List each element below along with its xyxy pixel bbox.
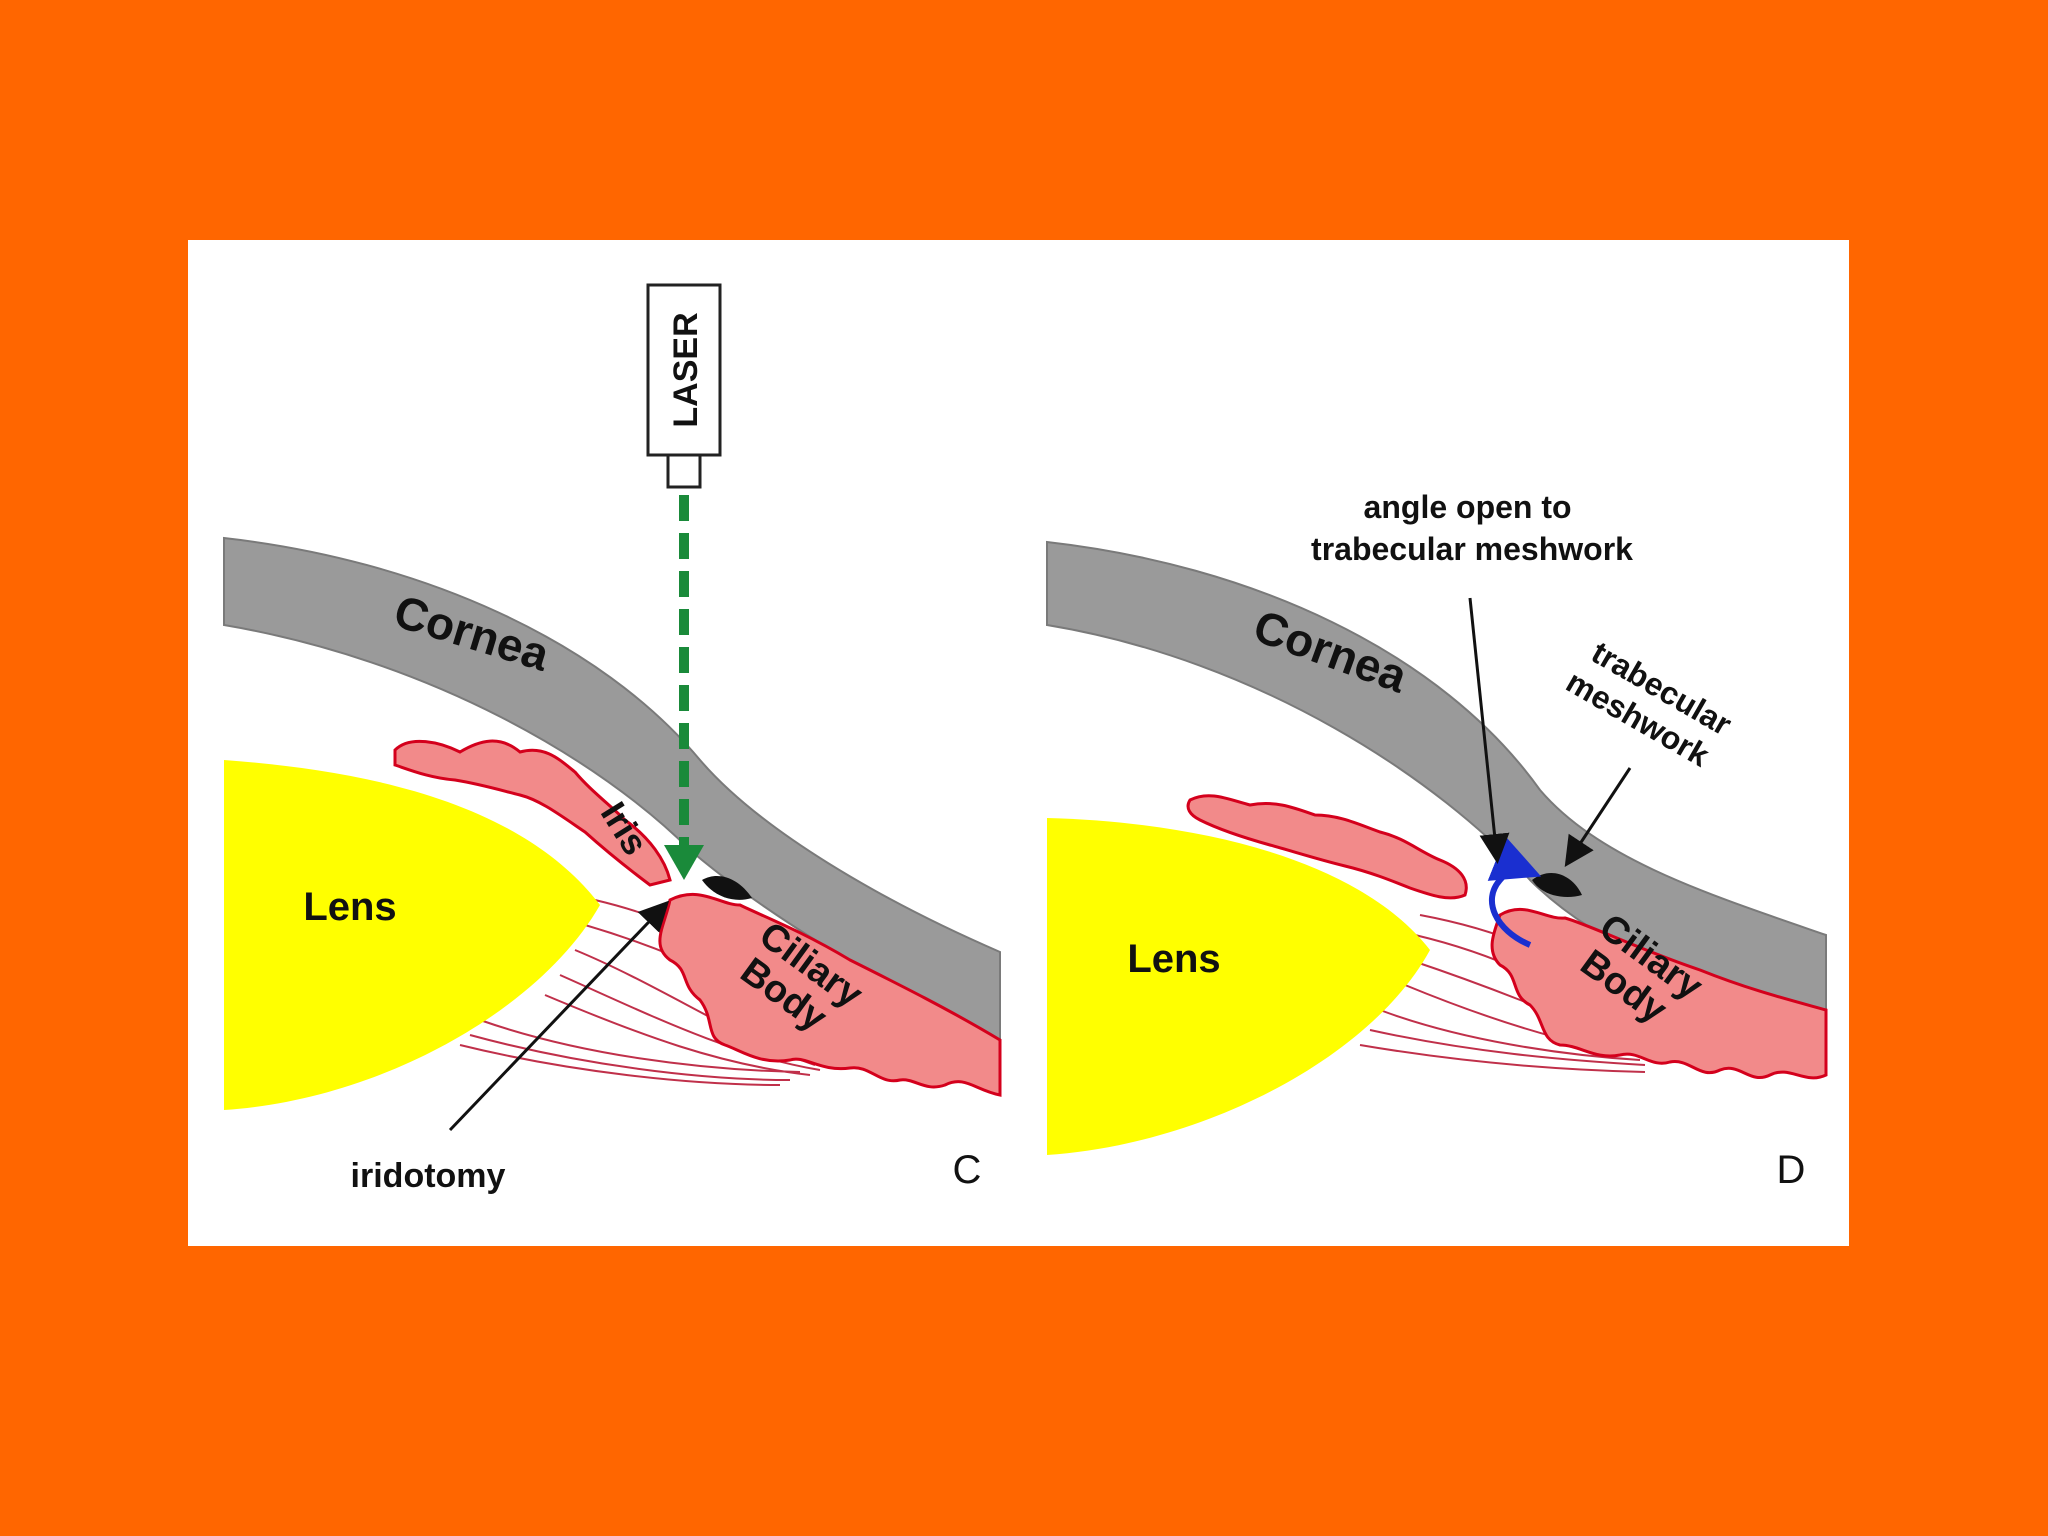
trabecular-spot-left: [702, 876, 752, 900]
angle-open-label: angle open to trabecular meshwork: [1311, 489, 1633, 567]
panel-letter-c: C: [953, 1148, 982, 1192]
figure-panel: [188, 240, 1849, 1246]
ciliary-body-right: [1490, 908, 1828, 1080]
lens-left: [224, 760, 600, 1110]
iridotomy-label: iridotomy: [351, 1157, 506, 1195]
laser-nozzle: [666, 453, 702, 489]
laser-label: LASER: [667, 312, 705, 427]
lens-right: [1047, 818, 1430, 1155]
aqueous-flow-arrow: [1487, 836, 1542, 948]
lens-label-left: Lens: [303, 885, 396, 929]
ciliary-body-left: [658, 892, 1002, 1097]
iridotomy-pointer: [448, 900, 670, 1132]
left-panel: LASER Cornea Iris Lens Ciliary Body irid…: [223, 283, 1002, 1195]
trabecular-pointer: [1564, 767, 1632, 868]
iris-right: [1186, 794, 1468, 900]
angle-pointer: [1468, 597, 1510, 864]
right-panel: angle open to trabecular meshwork Cornea…: [1046, 489, 1828, 1192]
laser-beam-arrowhead: [664, 845, 704, 880]
trabecular-spot-right: [1532, 872, 1582, 898]
trabecular-meshwork-label: trabecular meshwork: [1560, 630, 1745, 780]
iris-left: [393, 739, 672, 887]
panel-letter-d: D: [1777, 1148, 1806, 1192]
lens-label-right: Lens: [1127, 937, 1220, 981]
cornea-right: [1046, 540, 1827, 1022]
